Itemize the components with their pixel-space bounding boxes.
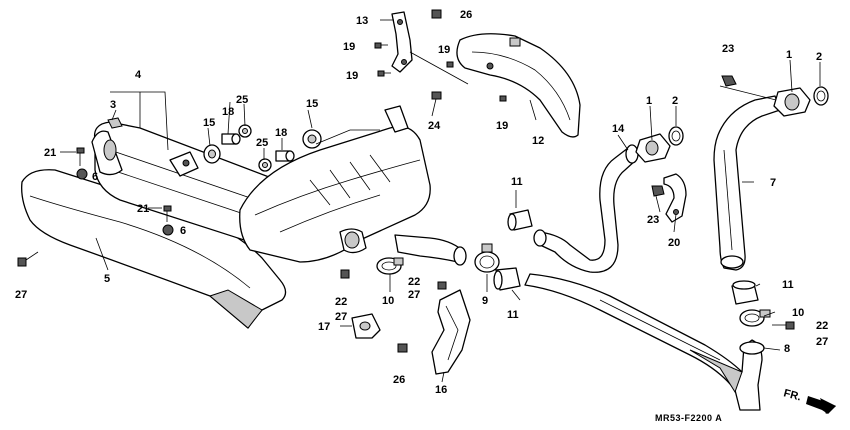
callout-12: 12 <box>532 135 544 147</box>
callout-11-a: 11 <box>511 176 523 188</box>
callout-21-lower: 21 <box>137 203 149 215</box>
exhaust-chamber <box>239 105 467 266</box>
flange-1-right <box>773 87 811 117</box>
bolt-23-lower <box>651 185 665 197</box>
callout-23-upper: 23 <box>722 43 734 55</box>
bolt-19-d <box>499 95 507 102</box>
bolt-19-c <box>446 61 454 68</box>
bracket-20 <box>663 173 687 223</box>
band-clamp-10-right <box>739 309 771 327</box>
bolt-19-b <box>377 70 391 77</box>
callout-22-right: 22 <box>816 320 828 332</box>
drawing-code: MR53-F2200 A <box>655 413 722 423</box>
bolt-22-left <box>340 269 350 279</box>
band-clamp-10-left <box>376 257 404 275</box>
callout-25-right: 25 <box>256 137 268 149</box>
callout-25-left: 25 <box>236 94 248 106</box>
rubber-15-left <box>203 144 221 164</box>
callout-27-right: 27 <box>816 336 828 348</box>
callout-14: 14 <box>612 123 625 135</box>
callout-27-mid: 27 <box>408 289 420 301</box>
exhaust-pipe-7 <box>713 95 781 271</box>
callout-2-right: 2 <box>816 51 822 63</box>
callout-27-left: 27 <box>15 289 27 301</box>
callout-19-a: 19 <box>343 41 355 53</box>
callout-1-right: 1 <box>786 49 792 61</box>
callout-5: 5 <box>104 273 110 285</box>
rubber-mount-17 <box>351 313 381 339</box>
joint-collar-11-c <box>731 280 759 305</box>
callout-8: 8 <box>784 343 790 355</box>
callout-24: 24 <box>428 120 441 132</box>
bolt-19-a <box>374 42 388 49</box>
band-clamp-9 <box>474 243 500 273</box>
bolt-24 <box>431 91 442 117</box>
callout-15-right: 15 <box>306 98 318 110</box>
callout-13: 13 <box>356 15 368 27</box>
callout-18-right: 18 <box>275 127 287 139</box>
callout-9: 9 <box>482 295 488 307</box>
bolt-22-right <box>772 321 795 330</box>
exhaust-pipe-14 <box>533 144 639 273</box>
callout-17: 17 <box>318 321 330 333</box>
bolt-21-upper <box>76 147 85 166</box>
callout-7: 7 <box>770 177 776 189</box>
callout-11-c: 11 <box>782 279 794 291</box>
callout-10-right: 10 <box>792 307 804 319</box>
callout-23-lower: 23 <box>647 214 659 226</box>
callout-6-lower: 6 <box>180 225 186 237</box>
rubber-15-right <box>302 129 322 149</box>
callout-3: 3 <box>110 99 116 111</box>
gasket-2-left <box>668 126 684 146</box>
callout-21-upper: 21 <box>44 147 56 159</box>
callout-19-c: 19 <box>438 44 450 56</box>
heat-protector-12 <box>456 33 581 138</box>
callout-19-b: 19 <box>346 70 358 82</box>
callout-10-left: 10 <box>382 295 394 307</box>
bolt-27-left <box>17 251 39 267</box>
callout-26-lower: 26 <box>393 374 405 386</box>
exhaust-pipe-8 <box>524 273 765 411</box>
bolt-27-mid <box>437 281 447 290</box>
stay-13 <box>391 11 413 73</box>
nut-3 <box>107 117 123 129</box>
bolt-21-lower <box>163 205 172 222</box>
bolt-26-lower <box>397 343 408 353</box>
joint-collar-11-b <box>493 267 521 291</box>
joint-collar-11-a <box>507 209 533 231</box>
flange-1-left <box>635 133 671 163</box>
callout-26-upper: 26 <box>460 9 472 21</box>
callout-22-mid: 22 <box>408 276 420 288</box>
callout-18-left: 18 <box>222 106 234 118</box>
bolt-23-upper <box>721 75 737 87</box>
callout-27-mid-left: 27 <box>335 311 347 323</box>
collar-6-upper <box>76 168 88 180</box>
callout-20: 20 <box>668 237 680 249</box>
callouts: 1 1 2 2 3 4 5 6 6 7 8 9 10 10 11 11 11 1… <box>15 9 828 396</box>
callout-11-b: 11 <box>507 309 519 321</box>
direction-label: FR. <box>782 387 802 403</box>
washer-25-right <box>258 158 272 172</box>
bolt-26-upper <box>431 9 442 19</box>
callout-15-left: 15 <box>203 117 215 129</box>
leader-lines <box>60 19 821 383</box>
callout-6-upper: 6 <box>92 171 98 183</box>
gasket-2-right <box>813 86 829 106</box>
washer-25-left <box>238 124 252 138</box>
front-direction-arrow: FR. <box>782 387 836 414</box>
collar-18-right <box>275 150 295 162</box>
callout-22-left: 22 <box>335 296 347 308</box>
callout-2-left: 2 <box>672 95 678 107</box>
callout-19-d: 19 <box>496 120 508 132</box>
collar-18-left <box>221 133 241 145</box>
callout-16: 16 <box>435 384 447 396</box>
callout-1-left: 1 <box>646 95 652 107</box>
collar-6-lower <box>162 224 174 236</box>
callout-4: 4 <box>135 69 142 81</box>
heat-shield-16 <box>431 289 471 375</box>
